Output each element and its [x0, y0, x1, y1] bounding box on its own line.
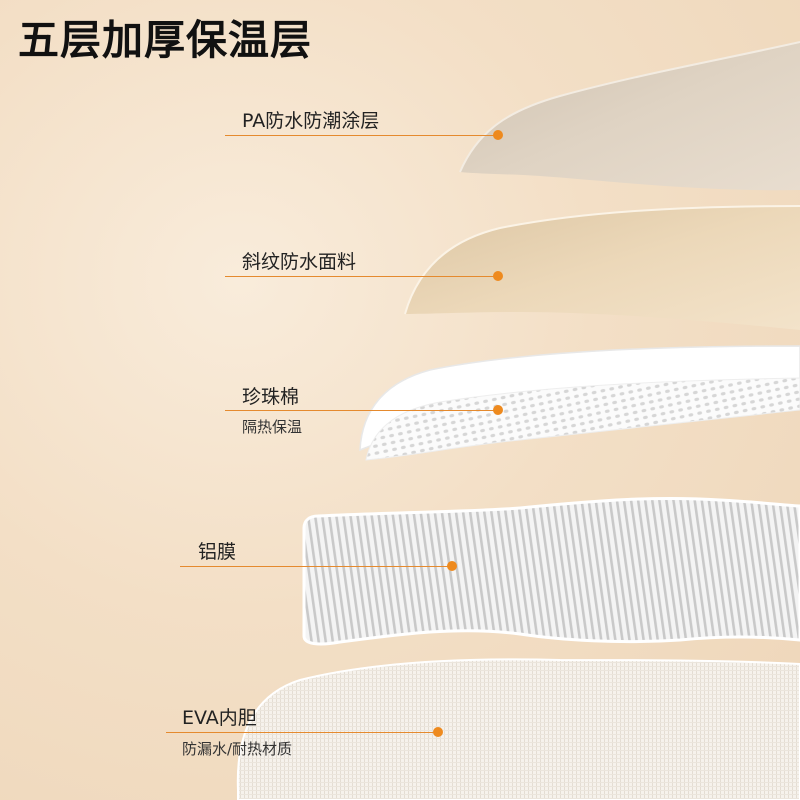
marker-dot: [493, 271, 503, 281]
layer-aluminum-film: [302, 496, 800, 646]
leader-line: [225, 276, 498, 277]
page-title: 五层加厚保温层: [18, 16, 312, 64]
leader-line: [225, 135, 498, 136]
callout-label: 斜纹防水面料: [242, 251, 357, 273]
marker-dot: [447, 561, 457, 571]
callout-label: 珍珠棉: [242, 386, 300, 408]
layer-pearl-foam: [365, 377, 800, 461]
callout-label: PA防水防潮涂层: [242, 110, 380, 132]
leader-line: [225, 410, 498, 411]
callout-label: EVA内胆: [182, 707, 257, 729]
leader-line: [180, 566, 452, 567]
callout-sublabel: 防漏水/耐热材质: [182, 740, 293, 758]
layer-eva-liner: [236, 658, 800, 800]
layer-pa-coating: [460, 42, 800, 191]
marker-dot: [433, 727, 443, 737]
marker-dot: [493, 130, 503, 140]
marker-dot: [493, 405, 503, 415]
layer-twill-fabric: [405, 206, 800, 330]
callout-sublabel: 隔热保温: [242, 418, 303, 436]
leader-line: [166, 732, 438, 733]
callout-label: 铝膜: [198, 541, 237, 563]
